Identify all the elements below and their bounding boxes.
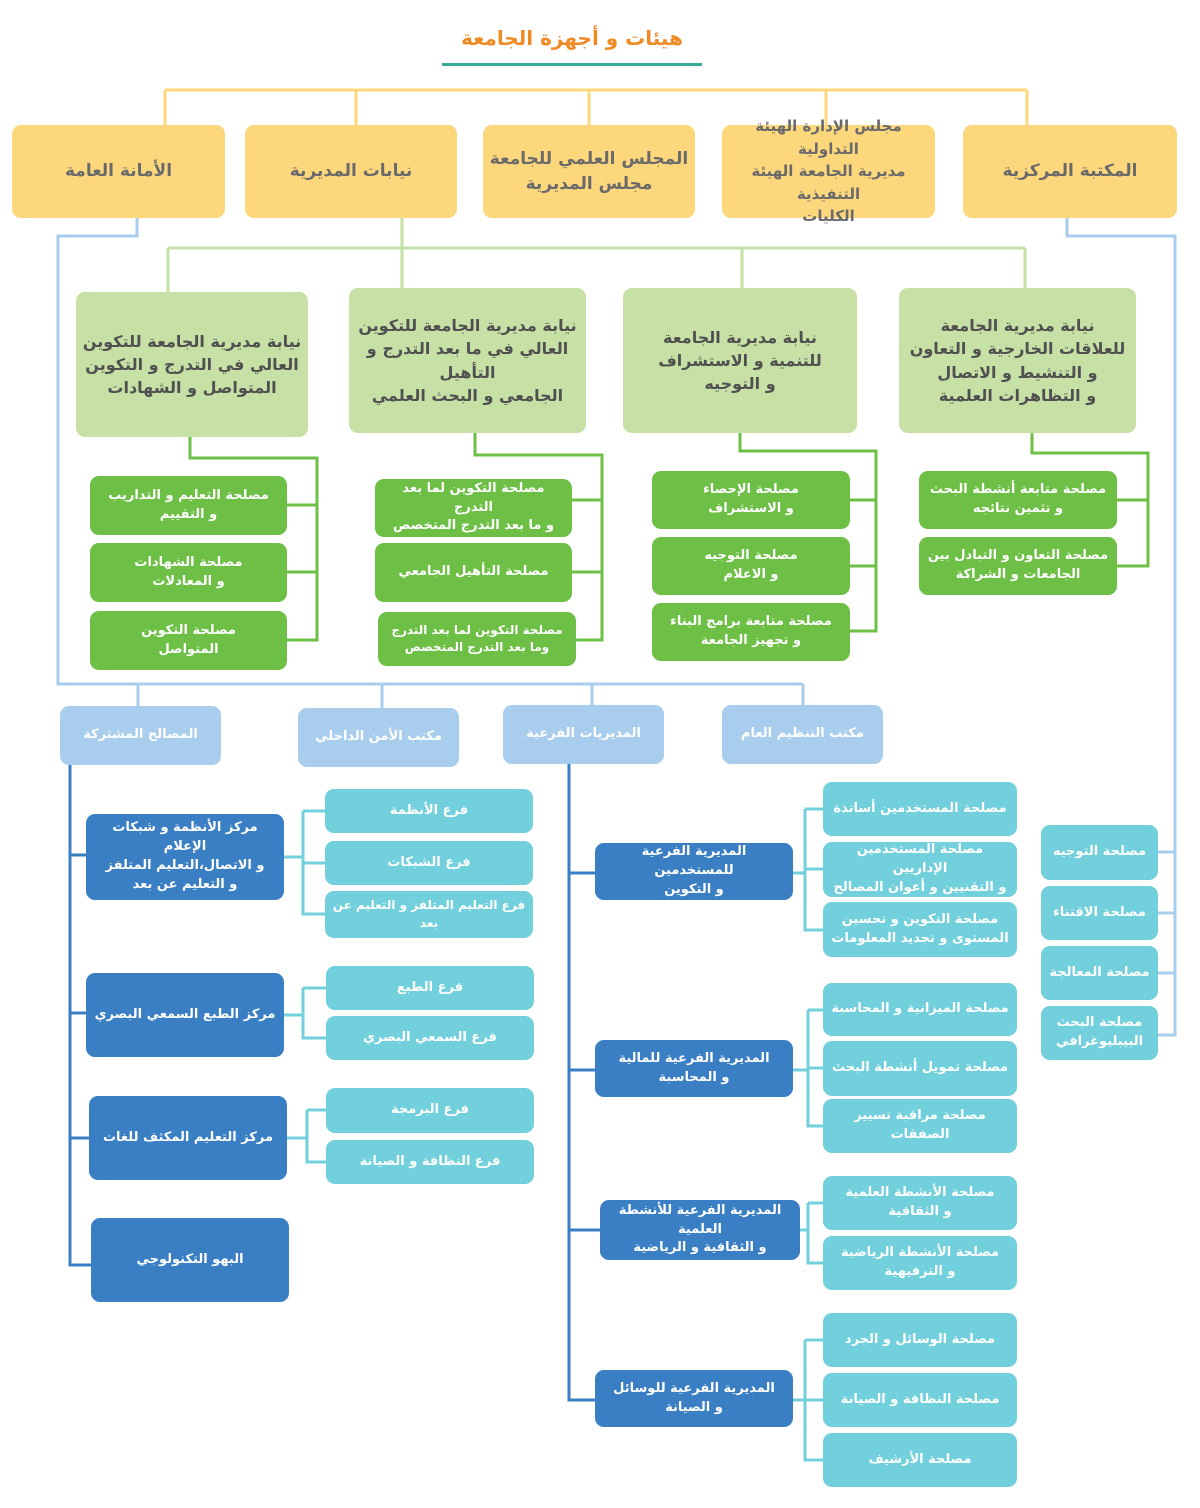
library-service-box: مصلحة المعالجة <box>1041 946 1158 1000</box>
vice-rectorate-graduate-box: نيابة مديرية الجامعة للتكوين العالي في ا… <box>76 292 308 437</box>
general-secretariat-box: الأمانة العامة <box>12 125 225 218</box>
service-box: مصلحة الأنشطة الرياضية و الترفيهية <box>823 1236 1017 1290</box>
center-box: مركز الأنظمة و شبكات الإعلام و الاتصال،ا… <box>86 814 284 900</box>
vice-rectorates-box: نيابات المديرية <box>245 125 457 218</box>
center-box: مركز التعليم المكثف للغات <box>89 1096 287 1180</box>
vice-rectorate-development-box: نيابة مديرية الجامعة للتنمية و الاستشراف… <box>623 288 857 433</box>
branch-box: فرع السمعي البصري <box>326 1016 534 1060</box>
general-organization-office-box: مكتب التنظيم العام <box>722 705 883 764</box>
central-library-box: المكتبة المركزية <box>963 125 1177 218</box>
vice-rectorate-external-relations-box: نيابة مديرية الجامعة للعلاقات الخارجية و… <box>899 288 1136 433</box>
branch-box: فرع البرمجة <box>326 1088 534 1133</box>
service-box: مصلحة متابعة أنشطة البحث و تثمين نتائجه <box>919 471 1117 529</box>
sub-directorate-box: المديرية الفرعية للمستخدمين و التكوين <box>595 843 793 900</box>
service-box: مصلحة مراقبة تسيير الصفقات <box>823 1099 1017 1153</box>
service-box: مصلحة الأرشيف <box>823 1433 1017 1487</box>
service-box: مصلحة تمويل أنشطة البحث <box>823 1041 1017 1096</box>
sub-directorates-box: المديريات الفرعية <box>503 705 664 764</box>
internal-security-office-box: مكتب الأمن الداخلي <box>298 708 459 767</box>
service-box: مصلحة التكوين المتواصل <box>90 611 287 670</box>
vice-rectorate-postgraduate-box: نيابة مديرية الجامعة للتكوين العالي في م… <box>349 288 586 433</box>
branch-box: فرع الشبكات <box>325 841 533 885</box>
service-box: مصلحة التعاون و التبادل بين الجامعات و ا… <box>919 537 1117 595</box>
service-box: مصلحة التكوين لما بعد التدرج و ما بعد ال… <box>375 479 572 537</box>
sub-directorate-box: المديرية الفرعية للمالية و المحاسبة <box>595 1040 793 1097</box>
branch-box: فرع النظافة و الصيانة <box>326 1140 534 1184</box>
sub-directorate-box: المديرية الفرعية للأنشطة العلمية و الثقا… <box>600 1200 800 1260</box>
service-box: مصلحة المستخدمين الإداريين و التقنيين و … <box>823 842 1017 897</box>
sub-directorate-box: المديرية الفرعية للوسائل و الصيانة <box>595 1370 793 1427</box>
service-box: مصلحة التوجيه و الاعلام <box>652 537 850 595</box>
service-box: مصلحة متابعة برامج البناء و تجهيز الجامع… <box>652 603 850 661</box>
common-services-box: المصالح المشتركة <box>60 706 221 765</box>
page-title: هيئات و أجهزة الجامعة <box>461 26 683 50</box>
center-box: البهو التكنولوجي <box>91 1218 289 1302</box>
library-service-box: مصلحة التوجيه <box>1041 825 1158 880</box>
board-of-directors-box: مجلس الإدارة الهيئة التداولية مديرية الج… <box>722 117 935 225</box>
service-box: مصلحة الميزانية و المحاسبة <box>823 983 1017 1036</box>
title-underline <box>442 63 702 66</box>
service-box: مصلحة الوسائل و الجرد <box>823 1313 1017 1367</box>
service-box: مصلحة النظافة و الصيانة <box>823 1373 1017 1427</box>
service-box: مصلحة الإحصاء و الاستشراف <box>652 471 850 529</box>
branch-box: فرع الطبع <box>326 966 534 1010</box>
branch-box: فرع الأنظمة <box>325 789 533 833</box>
service-box: مصلحة التكوين و تحسين المستوى و تجديد ال… <box>823 902 1017 957</box>
service-box: مصلحة الأنشطة العلمية و الثقافية <box>823 1176 1017 1230</box>
service-box: مصلحة المستخدمين أساتذة <box>823 782 1017 836</box>
library-service-box: مصلحة الاقتناء <box>1041 886 1158 940</box>
service-box: مصلحة التأهيل الجامعي <box>375 543 572 602</box>
service-box: مصلحة التعليم و التداريب و التقييم <box>90 476 287 535</box>
library-service-box: مصلحة البحث البيبليوغرافي <box>1041 1006 1158 1060</box>
branch-box: فرع التعليم المتلفز و التعليم عن بعد <box>325 891 533 938</box>
service-box: مصلحة الشهادات و المعادلات <box>90 543 287 602</box>
service-box: مصلحة التكوين لما بعد التدرج وما بعد الت… <box>378 612 576 666</box>
center-box: مركز الطبع السمعي البصري <box>86 973 284 1057</box>
scientific-council-box: المجلس العلمي للجامعة مجلس المديرية <box>483 125 695 218</box>
